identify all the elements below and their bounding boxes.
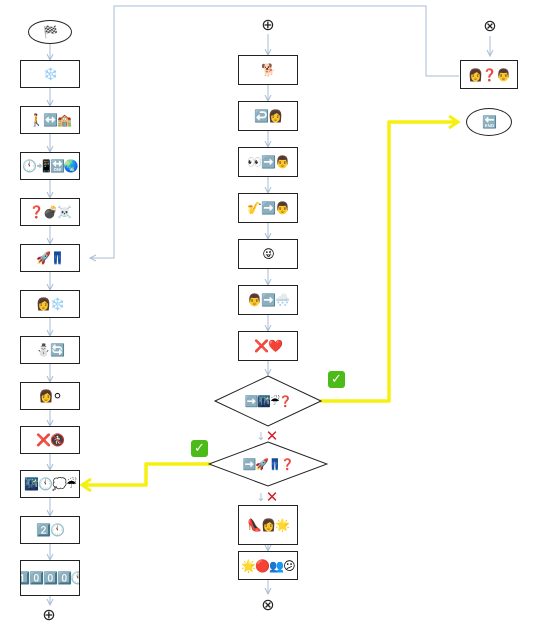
check-mark-icon: ✓ [191, 440, 208, 457]
yes-path-to-left [79, 462, 237, 493]
left-node-9: ❌🚷 [20, 426, 80, 454]
no-arrow-icon: ↓ [256, 429, 266, 443]
check-mark-icon: ✓ [328, 371, 345, 388]
left-node-11: 2️⃣🕚 [20, 516, 80, 544]
return-connector [90, 5, 459, 258]
left-node-6: 👩❄️ [20, 290, 80, 318]
crosshair-icon: ⊕ [42, 605, 56, 624]
crosshair-icon: ⊕ [261, 15, 275, 34]
left-node-2: 🚶↔️🏫 [20, 106, 80, 134]
yes-path-to-end [320, 114, 461, 403]
start-node: 🏁 [28, 20, 72, 44]
decision-diamond-1 [214, 375, 322, 427]
left-node-4: ❓💣☠️ [20, 198, 80, 226]
left-node-10: 🌃🕚💭☔ [20, 470, 80, 498]
middle-node-5: 😜 [238, 239, 298, 269]
left-node-8: 👩⚪ [20, 382, 80, 410]
middle-node-9: 🌟🔴👥😕 [238, 551, 298, 580]
middle-node-1: 🐕 [238, 55, 298, 85]
left-node-5: 🚀👖 [20, 244, 80, 272]
end-node: 🔚 [466, 108, 512, 136]
no-arrow-icon: ↓ [256, 490, 266, 504]
middle-node-7: ❌❤️ [238, 331, 298, 361]
left-node-7: ⛄🔄 [20, 336, 80, 364]
cross-mark-icon: ✕ [265, 487, 279, 506]
stop-icon: ⊗ [261, 595, 275, 614]
middle-node-8: 👠👩🌟 [238, 505, 298, 545]
stop-icon: ⊗ [483, 16, 497, 35]
middle-node-3: 👀➡️👨 [238, 147, 298, 177]
right-node-1: 👩❓👨 [460, 60, 518, 89]
decision-diamond-2-label: ➡️🚀👖❓ [242, 457, 295, 471]
decision-diamond-2 [208, 441, 328, 487]
middle-node-4: 🎷➡️👨 [238, 193, 298, 223]
decision-diamond-1-label: ➡️🌃☔❓ [244, 394, 293, 408]
left-node-12: 1️⃣0️⃣0️⃣0️⃣🕚 [20, 560, 80, 596]
cross-mark-icon: ✕ [265, 426, 279, 445]
left-node-3: 🕚📲🔛🌏 [20, 152, 80, 180]
left-node-1: ❄️ [20, 60, 80, 88]
middle-node-2: ↩️👩 [238, 101, 298, 131]
middle-node-6: 👨➡️🌨️ [238, 285, 298, 315]
